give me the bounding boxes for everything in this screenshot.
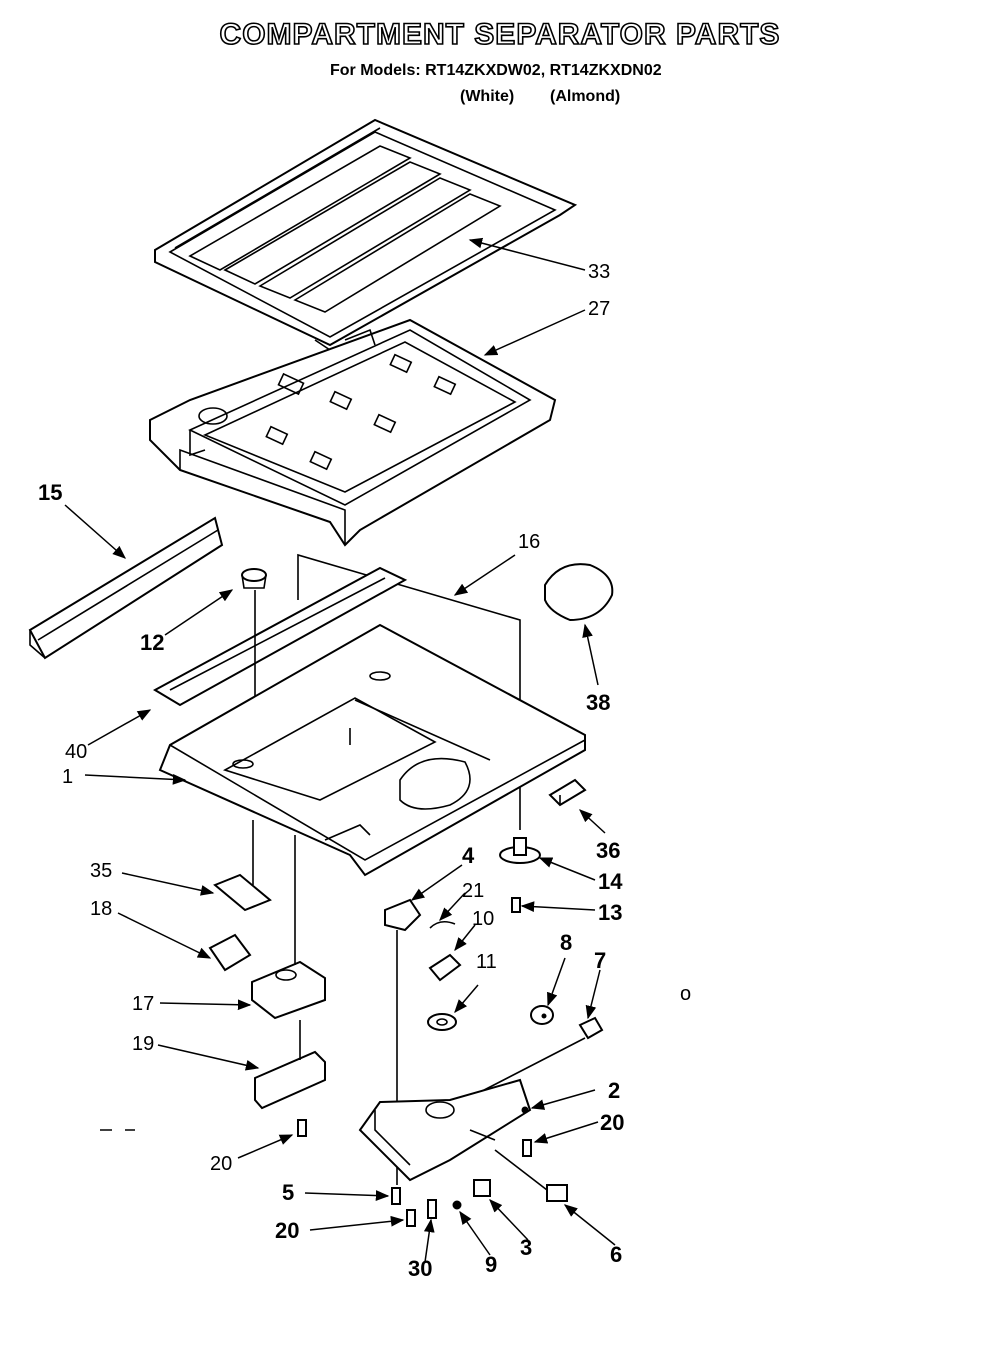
leader-2 <box>530 1089 596 1110</box>
leader-40 <box>87 709 152 746</box>
callout-11: 11 <box>476 951 497 973</box>
leader-33 <box>468 237 586 271</box>
part-19-cover <box>254 1020 326 1110</box>
leader-5 <box>304 1190 390 1201</box>
part-6-guide-line <box>494 1149 548 1191</box>
callout-38: 38 <box>586 690 610 715</box>
leader-11 <box>454 984 479 1014</box>
callout-20-right: 20 <box>600 1110 624 1135</box>
callout-1: 1 <box>62 766 73 788</box>
callout-3: 3 <box>520 1235 532 1260</box>
callout-20-left: 20 <box>210 1153 232 1175</box>
screw-part-30 <box>427 1199 437 1219</box>
callout-10: 10 <box>472 908 494 930</box>
leader-9 <box>459 1210 491 1256</box>
callout-2: 2 <box>608 1078 620 1103</box>
callout-35: 35 <box>90 860 112 882</box>
leader-4 <box>410 864 463 901</box>
callout-20-lower: 20 <box>275 1218 299 1243</box>
part-13-screw <box>511 897 521 913</box>
leader-7 <box>585 969 601 1020</box>
part-4-damper <box>384 898 422 932</box>
leader-17 <box>159 999 252 1011</box>
callout-18: 18 <box>90 898 112 920</box>
leader-10 <box>454 924 476 952</box>
callout-stray-o: o <box>680 983 691 1005</box>
callout-21: 21 <box>462 880 484 902</box>
leader-19 <box>157 1044 260 1071</box>
callout-16: 16 <box>518 531 540 553</box>
leader-6 <box>563 1204 616 1246</box>
leader-27 <box>483 309 586 356</box>
callout-36: 36 <box>596 838 620 863</box>
leader-38 <box>582 623 599 686</box>
part-10-clip <box>428 953 462 982</box>
part-6-connector <box>546 1184 568 1202</box>
leader-1 <box>84 773 187 785</box>
leader-8 <box>547 957 566 1007</box>
leader-30 <box>423 1218 435 1263</box>
leader-12 <box>164 589 234 636</box>
leader-14 <box>538 857 596 881</box>
callout-27: 27 <box>588 298 610 320</box>
part-15-trim-strip <box>28 516 224 660</box>
part-8-washer <box>530 1005 554 1025</box>
callout-17: 17 <box>132 993 154 1015</box>
screw-part-20-left <box>297 1119 307 1137</box>
callout-19: 19 <box>132 1033 154 1055</box>
leader-20-left <box>237 1134 294 1159</box>
page-title: COMPARTMENT SEPARATOR PARTS <box>219 17 781 52</box>
leader-35 <box>121 872 215 896</box>
leader-18 <box>117 912 212 959</box>
leader-20-lower <box>309 1215 405 1231</box>
leader-13 <box>520 901 596 913</box>
callout-15: 15 <box>38 480 62 505</box>
part-12-grommet <box>241 568 267 589</box>
part-14-knob <box>499 837 541 864</box>
leader-16 <box>453 554 516 596</box>
callout-12: 12 <box>140 630 164 655</box>
part-1-separator-pan <box>158 623 586 877</box>
callout-4: 4 <box>462 843 475 868</box>
part-18-bracket <box>208 933 252 972</box>
part-27-separator-tray <box>149 318 557 547</box>
part-11-washer <box>427 1013 457 1031</box>
screw-part-20-right <box>522 1139 532 1157</box>
callout-14: 14 <box>598 869 623 894</box>
leader-3 <box>489 1199 529 1241</box>
callout-9: 9 <box>485 1252 497 1277</box>
models-line: For Models: RT14ZKXDW02, RT14ZKXDN02 <box>330 62 662 79</box>
part-38-shield <box>544 563 614 622</box>
leader-21 <box>439 892 466 921</box>
color-almond-label: (Almond) <box>550 88 621 105</box>
part-36-clip <box>548 778 587 807</box>
bottom-housing <box>358 1078 532 1182</box>
color-white-label: (White) <box>460 88 515 105</box>
leader-36 <box>579 809 606 834</box>
screw-part-9 <box>452 1200 462 1210</box>
screw-part-20-lower <box>406 1209 416 1227</box>
leader-15 <box>64 504 127 559</box>
callout-30: 30 <box>408 1256 432 1281</box>
callout-8: 8 <box>560 930 572 955</box>
part-33-shelf-cover <box>154 118 578 361</box>
screw-part-5 <box>391 1187 401 1205</box>
callout-6: 6 <box>610 1242 622 1267</box>
leader-20-right <box>533 1121 599 1144</box>
part-21-spring <box>429 920 456 929</box>
part-40-bracket <box>152 566 408 707</box>
screw-part-2 <box>521 1106 529 1114</box>
callout-40: 40 <box>65 741 87 763</box>
callout-13: 13 <box>598 900 622 925</box>
part-35-holder <box>213 820 272 912</box>
part-3-switch <box>473 1179 491 1197</box>
part-7-nut <box>578 1016 604 1040</box>
callout-7: 7 <box>594 948 606 973</box>
callout-33: 33 <box>588 261 610 283</box>
part-17-control-housing <box>251 835 326 1020</box>
callout-5: 5 <box>282 1180 294 1205</box>
